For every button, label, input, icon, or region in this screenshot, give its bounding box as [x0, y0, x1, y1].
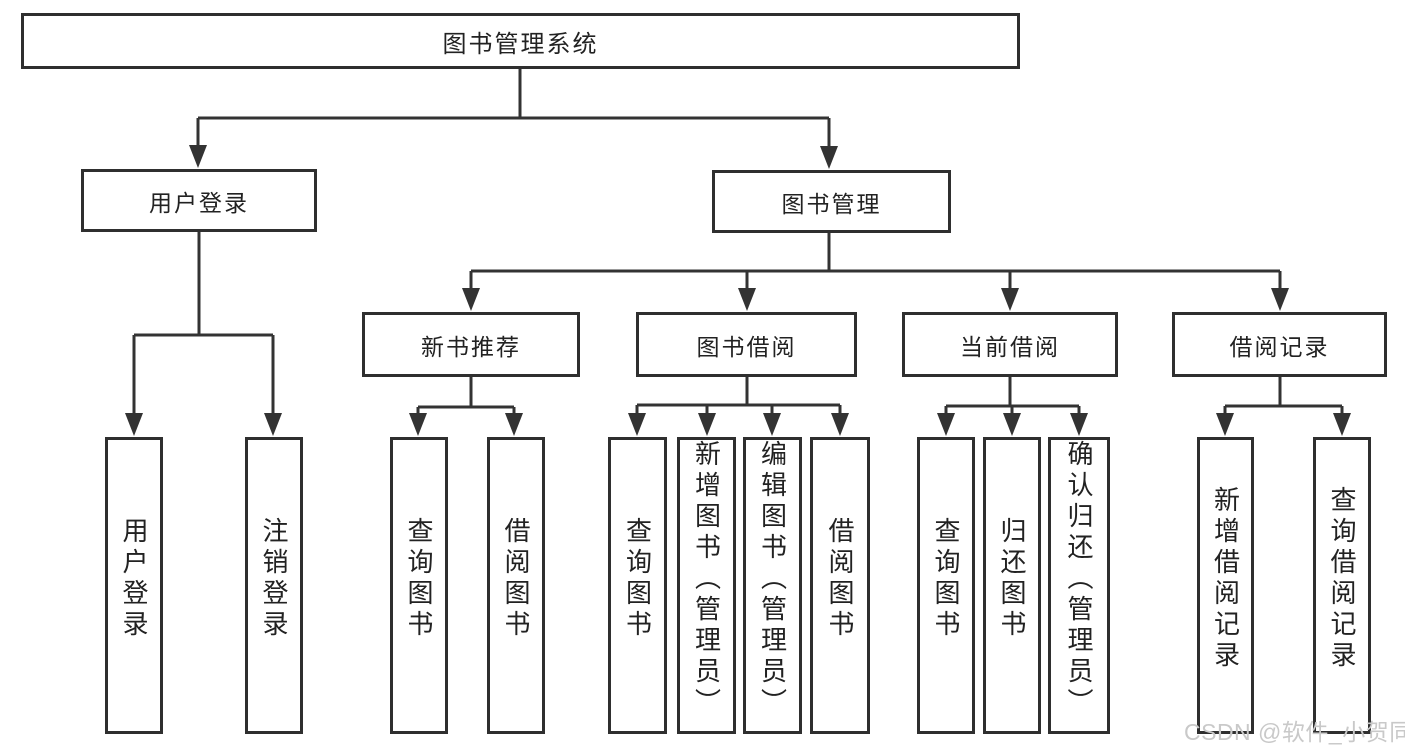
leaf-borrow-query-books-label: 查询图书: [622, 516, 653, 641]
arrow-down-icon: [264, 413, 282, 436]
node-book-borrow: 图书借阅: [636, 312, 857, 377]
leaf-recommend-query-books: 查询图书: [390, 437, 448, 734]
leaf-records-add-record: 新增借阅记录: [1197, 437, 1254, 734]
arrow-down-icon: [1070, 413, 1088, 436]
leaf-current-return-books: 归还图书: [983, 437, 1041, 734]
node-book-management: 图书管理: [712, 170, 951, 233]
leaf-logout: 注销登录: [245, 437, 303, 734]
node-current-borrow-label: 当前借阅: [960, 333, 1060, 360]
leaf-current-query-books: 查询图书: [917, 437, 975, 734]
leaf-user-login: 用户登录: [105, 437, 163, 734]
arrow-down-icon: [1216, 413, 1234, 436]
arrow-down-icon: [1003, 413, 1021, 436]
leaf-current-confirm-return-admin-label: 确认归还（管理员）: [1064, 440, 1094, 719]
node-book-management-label: 图书管理: [781, 190, 882, 217]
leaf-records-query-record: 查询借阅记录: [1313, 437, 1371, 734]
leaf-records-query-record-label: 查询借阅记录: [1327, 485, 1357, 672]
arrow-down-icon: [1333, 413, 1351, 436]
leaf-user-login-label: 用户登录: [119, 516, 149, 641]
leaf-current-query-books-label: 查询图书: [931, 516, 961, 641]
leaf-borrow-borrow-books-label: 借阅图书: [825, 516, 855, 641]
arrow-down-icon: [189, 145, 207, 168]
node-root-label: 图书管理系统: [442, 30, 599, 58]
arrow-down-icon: [763, 413, 781, 436]
node-user-login-label: 用户登录: [149, 189, 249, 216]
leaf-borrow-edit-books-admin-label: 编辑图书（管理员）: [757, 440, 788, 719]
arrow-down-icon: [831, 413, 849, 436]
arrow-down-icon: [125, 413, 143, 436]
leaf-recommend-query-books-label: 查询图书: [404, 516, 434, 641]
leaf-borrow-borrow-books: 借阅图书: [810, 437, 870, 734]
arrow-down-icon: [738, 288, 756, 311]
node-new-book-recommend: 新书推荐: [362, 312, 580, 377]
node-book-borrow-label: 图书借阅: [696, 333, 797, 360]
node-borrow-records: 借阅记录: [1172, 312, 1387, 377]
leaf-borrow-add-books-admin-label: 新增图书（管理员）: [691, 440, 722, 719]
node-root: 图书管理系统: [21, 13, 1020, 69]
node-user-login: 用户登录: [81, 169, 317, 232]
leaf-current-return-books-label: 归还图书: [997, 516, 1027, 641]
leaf-current-confirm-return-admin: 确认归还（管理员）: [1048, 437, 1110, 734]
arrow-down-icon: [820, 146, 838, 169]
arrow-down-icon: [505, 413, 523, 436]
leaf-borrow-add-books-admin: 新增图书（管理员）: [677, 437, 736, 734]
leaf-recommend-borrow-books-label: 借阅图书: [501, 516, 531, 641]
arrow-down-icon: [937, 413, 955, 436]
node-borrow-records-label: 借阅记录: [1229, 333, 1330, 360]
leaf-recommend-borrow-books: 借阅图书: [487, 437, 545, 734]
leaf-borrow-edit-books-admin: 编辑图书（管理员）: [743, 437, 802, 734]
arrow-down-icon: [1001, 288, 1019, 311]
leaf-logout-label: 注销登录: [259, 516, 289, 641]
arrow-down-icon: [1271, 288, 1289, 311]
watermark: CSDN @软件_小贺同学: [1184, 719, 1405, 745]
leaf-records-add-record-label: 新增借阅记录: [1210, 485, 1241, 672]
arrow-down-icon: [698, 413, 716, 436]
arrow-down-icon: [628, 413, 646, 436]
node-new-book-recommend-label: 新书推荐: [421, 333, 521, 360]
node-current-borrow: 当前借阅: [902, 312, 1118, 377]
leaf-borrow-query-books: 查询图书: [608, 437, 667, 734]
arrow-down-icon: [409, 413, 427, 436]
arrow-down-icon: [462, 288, 480, 311]
